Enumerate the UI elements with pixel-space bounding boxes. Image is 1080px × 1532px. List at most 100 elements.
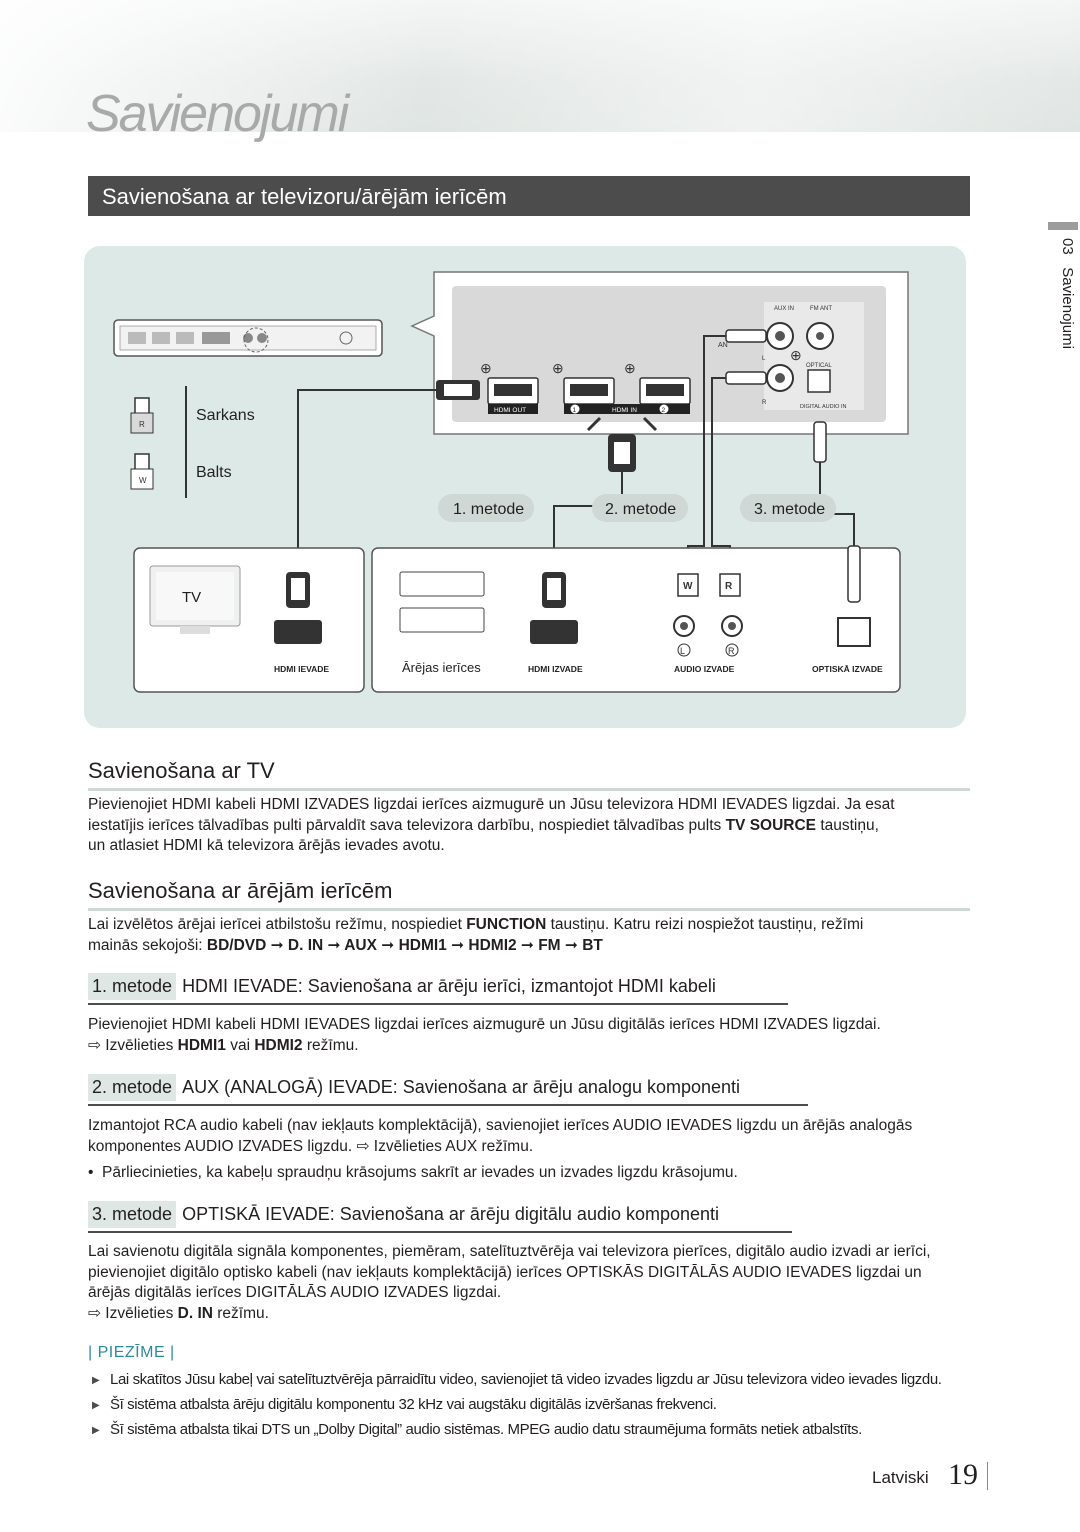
- digital-audio-in-label: DIGITAL AUDIO IN: [800, 404, 846, 410]
- fm-ant-label: FM ANT: [810, 306, 832, 312]
- screw-icon: ⊕: [480, 360, 492, 376]
- connection-diagram: AUX IN FM ANT OPTICAL DIGITAL AUDIO IN A…: [84, 246, 966, 728]
- rca-plug-w-panel: [725, 329, 767, 343]
- footer-divider: [987, 1462, 988, 1490]
- method-pill-3: 3. metode: [754, 501, 825, 518]
- tv-text-line-3: un atlasiet HDMI kā televizora ārējās ie…: [88, 837, 445, 854]
- method-2-title: AUX (ANALOGĀ) IEVADE: Savienošana ar ārē…: [182, 1076, 741, 1097]
- note-item: Šī sistēma atbalsta ārēju digitālu kompo…: [92, 1395, 1012, 1416]
- tv-source-key: TV SOURCE: [725, 816, 817, 834]
- method-1-mode-end: režīmu.: [302, 1036, 359, 1054]
- connection-diagram-svg: AUX IN FM ANT OPTICAL DIGITAL AUDIO IN A…: [113, 271, 909, 693]
- optical-jack: [807, 369, 831, 393]
- optical-plug-ext: [847, 545, 861, 603]
- ext-section-title: Savienošana ar ārējām ierīcēm: [88, 878, 393, 903]
- method-1-select: ⇨ Izvēlieties: [88, 1036, 178, 1054]
- tv-box: TV HDMI IEVADE: [133, 547, 365, 693]
- screw-icon: ⊕: [790, 347, 802, 363]
- panel-l-label: L: [762, 356, 766, 362]
- external-devices-label: Ārējas ierīces: [402, 660, 481, 675]
- rca-plug-r-panel: [725, 371, 767, 385]
- cable-w-label: W: [683, 581, 693, 592]
- note-item: Lai skatītos Jūsu kabeļ vai satelītuztvē…: [92, 1370, 1012, 1391]
- audio-izvade-label: AUDIO IZVADE: [674, 664, 735, 674]
- hdmi-izvade-port: [530, 620, 578, 644]
- ext-text-line-2: mainās sekojoši:: [88, 936, 207, 954]
- hdmi-in-2-number: 2: [662, 407, 666, 414]
- side-chapter-number: 03: [1059, 238, 1076, 255]
- d-in-mode: D. IN: [177, 1304, 213, 1322]
- footer-language: Latviski: [872, 1468, 929, 1487]
- jack-r-label: R: [728, 646, 735, 656]
- ext-text-line-1: Lai izvēlētos ārējai ierīcei atbilstošu …: [88, 916, 467, 933]
- method-2-underline: [88, 1104, 808, 1106]
- chapter-title: Savienojumi: [86, 85, 349, 143]
- hdmi-in-1-number: 1: [573, 407, 577, 414]
- tv-section-title: Savienošana ar TV: [88, 758, 275, 783]
- tv-text-line-1: Pievienojiet HDMI kabeli HDMI IZVADES li…: [88, 796, 895, 813]
- legend-red-label: Sarkans: [196, 407, 255, 424]
- tv-text-line-2: iestatījis ierīces tālvadības pulti pārv…: [88, 816, 726, 834]
- external-devices-box: Ārējas ierīces HDMI IZVADE W R L R AUDIO…: [371, 545, 901, 693]
- external-device-icon-2: [399, 607, 485, 633]
- red-plug-icon: [134, 397, 150, 415]
- method-3-chip: 3. metode: [88, 1200, 177, 1228]
- rca-plug-w: [677, 573, 699, 597]
- method-2-bullet-text: Pārliecinieties, ka kabeļu spraudņu krās…: [102, 1164, 738, 1181]
- method-pill-2: 2. metode: [605, 501, 676, 518]
- method-2-chip: 2. metode: [88, 1073, 177, 1101]
- tv-section-rule: [88, 788, 970, 791]
- aux-in-label: AUX IN: [774, 306, 794, 312]
- tv-section-paragraph: Pievienojiet HDMI kabeli HDMI IZVADES li…: [88, 795, 968, 857]
- rca-plug-r: [719, 573, 741, 597]
- hdmi1-mode: HDMI1: [177, 1036, 226, 1054]
- tv-label: TV: [182, 589, 201, 606]
- side-tab-marker: [1048, 222, 1078, 230]
- method-3-text-3: ārējās digitālās ierīces DIGITĀLĀS AUDIO…: [88, 1284, 502, 1301]
- side-chapter-name: Savienojumi: [1059, 267, 1076, 349]
- notes-list: Lai skatītos Jūsu kabeļ vai satelītuztvē…: [92, 1370, 1012, 1445]
- method-3-heading: 3. metode OPTISKĀ IEVADE: Savienošana ar…: [88, 1200, 719, 1228]
- ext-section-paragraph: Lai izvēlētos ārējai ierīcei atbilstošu …: [88, 915, 968, 956]
- device-rear-panel-icon: [113, 319, 383, 357]
- method-3-text-1: Lai savienotu digitāla signāla komponent…: [88, 1243, 931, 1260]
- method-3-select: ⇨ Izvēlieties: [88, 1304, 178, 1322]
- bullet-dot-icon: •: [88, 1164, 103, 1181]
- external-device-icon-1: [399, 571, 485, 597]
- screw-icon: ⊕: [624, 360, 636, 376]
- method-1-heading: 1. metode HDMI IEVADE: Savienošana ar ār…: [88, 972, 716, 1000]
- jack-l-label: L: [680, 646, 685, 656]
- side-chapter-label: 03 Savienojumi: [1052, 238, 1076, 388]
- method-3-underline: [88, 1231, 792, 1233]
- legend-w-marker: W: [139, 476, 147, 485]
- function-key: FUNCTION: [466, 916, 547, 933]
- method-pill-1: 1. metode: [453, 501, 524, 518]
- method-3-text-2: pievienojiet digitālo optisko kabeli (na…: [88, 1263, 922, 1281]
- color-legend: R W Sarkans Balts: [130, 386, 255, 498]
- hdmi-in-label: HDMI IN: [612, 407, 637, 414]
- ext-text-line-1-end: taustiņu. Katru reizi nospiežot taustiņu…: [546, 916, 864, 933]
- method-pills: 1. metode 2. metode 3. metode: [438, 494, 836, 522]
- method-3-title: OPTISKĀ IEVADE: Savienošana ar ārēju dig…: [182, 1203, 720, 1224]
- method-3-paragraph: Lai savienotu digitāla signāla komponent…: [88, 1242, 968, 1324]
- hdmi-ievade-label: HDMI IEVADE: [274, 664, 329, 674]
- mode-sequence: BD/DVD ➞ D. IN ➞ AUX ➞ HDMI1 ➞ HDMI2 ➞ F…: [206, 936, 603, 954]
- note-label: | PIEZĪME |: [88, 1344, 175, 1361]
- method-1-paragraph: Pievienojiet HDMI kabeli HDMI IEVADES li…: [88, 1015, 968, 1056]
- method-1-or: vai: [225, 1036, 255, 1054]
- screw-icon: ⊕: [552, 360, 564, 376]
- optical-plug-panel: [813, 421, 827, 463]
- method-1-text: Pievienojiet HDMI kabeli HDMI IEVADES li…: [88, 1016, 881, 1033]
- hdmi-izvade-label: HDMI IZVADE: [528, 664, 583, 674]
- optical-izvade-label: OPTISKĀ IZVADE: [812, 664, 883, 674]
- legend-white-label: Balts: [196, 464, 232, 481]
- hdmi2-mode: HDMI2: [254, 1036, 303, 1054]
- optical-out-jack: [837, 617, 871, 647]
- magnified-panel: AUX IN FM ANT OPTICAL DIGITAL AUDIO IN A…: [410, 271, 909, 472]
- white-plug-icon: [134, 453, 150, 471]
- hdmi-port-tv: [274, 620, 322, 644]
- method-1-chip: 1. metode: [88, 972, 177, 1000]
- panel-r-label: R: [762, 400, 767, 406]
- legend-r-marker: R: [139, 420, 145, 429]
- cable-r-label: R: [725, 581, 733, 592]
